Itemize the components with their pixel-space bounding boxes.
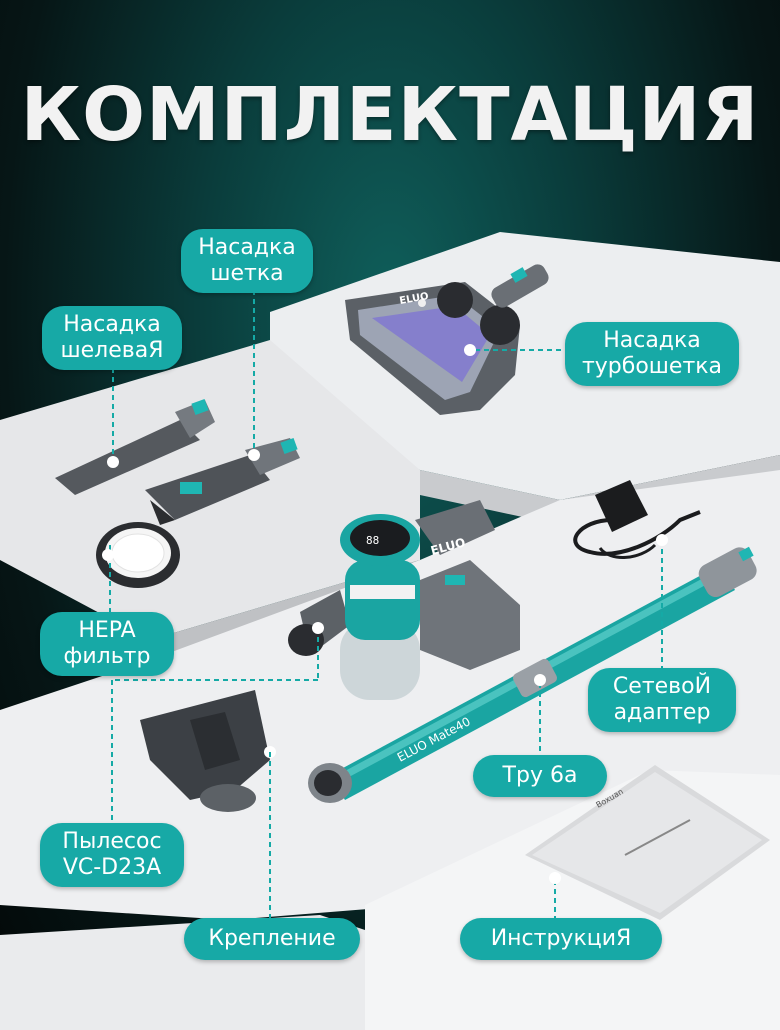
turbo-logo-text: ELUO xyxy=(399,291,430,307)
svg-text:88: 88 xyxy=(366,534,379,547)
manual-image: Boxuan xyxy=(525,765,770,920)
label-vacuum-line2: VC-D23A xyxy=(62,855,162,880)
leader-lines xyxy=(109,290,663,920)
label-vacuum-line1: Пылесос xyxy=(62,829,162,854)
label-manual-text: ИнструкциЯ xyxy=(490,926,632,951)
label-crevice-line2: шелеваЯ xyxy=(60,338,164,363)
label-brush: Насадка шетка xyxy=(181,229,313,293)
label-vacuum: Пылесос VC-D23A xyxy=(40,823,184,887)
label-turbo: Насадка турбошетка xyxy=(565,322,739,386)
label-manual: ИнструкциЯ xyxy=(460,918,662,960)
adapter-image xyxy=(573,480,701,559)
hepa-filter-image xyxy=(96,522,180,588)
label-turbo-line1: Насадка xyxy=(603,328,701,353)
vacuum-body-image: 88 xyxy=(288,500,520,700)
label-crevice: Насадка шелеваЯ xyxy=(42,306,182,370)
page-title: КОМПЛЕКТАЦИЯ xyxy=(20,72,760,158)
label-hepa: HEPA фильтр xyxy=(40,612,174,676)
label-adapter-line2: адаптер xyxy=(613,700,711,725)
label-crevice-line1: Насадка xyxy=(63,312,161,337)
label-hepa-line1: HEPA xyxy=(78,618,136,643)
label-tube-text: Тру 6а xyxy=(502,763,578,788)
label-brush-line1: Насадка xyxy=(198,235,296,260)
label-brush-line2: шетка xyxy=(210,261,284,286)
label-adapter-line1: СетевоЙ xyxy=(612,674,712,699)
brush-tool-image xyxy=(145,437,300,525)
platform-top-right-side xyxy=(420,455,780,525)
leader-dots xyxy=(102,344,668,884)
label-adapter: СетевоЙ адаптер xyxy=(588,668,736,732)
crevice-tool-image xyxy=(55,398,215,495)
turbo-brush-image xyxy=(345,264,549,415)
label-hepa-line2: фильтр xyxy=(63,644,151,669)
label-mount: Крепление xyxy=(184,918,360,960)
label-turbo-line2: турбошетка xyxy=(581,354,723,379)
label-tube: Тру 6а xyxy=(473,755,607,797)
label-mount-text: Крепление xyxy=(208,926,336,951)
